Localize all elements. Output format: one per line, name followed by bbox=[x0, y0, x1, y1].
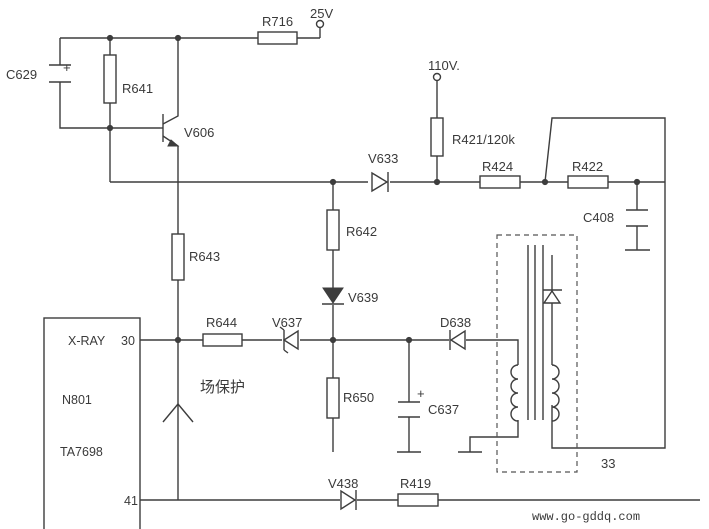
c629-plus: + bbox=[63, 60, 71, 75]
resistor-r641: R641 bbox=[103, 54, 153, 104]
ic-pin30-name: X-RAY bbox=[68, 334, 106, 348]
v639-label: V639 bbox=[348, 290, 378, 305]
ic-n801: X-RAY 30 N801 TA7698 41 bbox=[43, 317, 141, 529]
resistor-r424: R424 bbox=[479, 159, 521, 189]
diode-v639: V639 bbox=[322, 287, 378, 305]
resistor-r644: R644 bbox=[202, 315, 243, 347]
d638-label: D638 bbox=[440, 315, 471, 330]
resistor-r650: R650 bbox=[326, 377, 374, 419]
r422-label: R422 bbox=[572, 159, 603, 174]
r650-label: R650 bbox=[343, 390, 374, 405]
v637-label: V637 bbox=[272, 315, 302, 330]
r422-body bbox=[567, 175, 609, 189]
r643-label: R643 bbox=[189, 249, 220, 264]
transformer-33: 33 bbox=[496, 234, 615, 473]
ic-part: TA7698 bbox=[60, 445, 103, 459]
junctions bbox=[106, 34, 641, 344]
junction-dot bbox=[106, 124, 114, 132]
supply-110v-label: 110V. bbox=[428, 58, 460, 73]
r716-label: R716 bbox=[262, 14, 293, 29]
junction-dot bbox=[174, 34, 182, 42]
transformer-outline bbox=[496, 234, 578, 473]
junction-dot bbox=[405, 336, 413, 344]
field-protect-label: 场保护 bbox=[200, 378, 245, 396]
r650-body bbox=[326, 377, 340, 419]
r641-label: R641 bbox=[122, 81, 153, 96]
junction-dot bbox=[541, 178, 549, 186]
ic-pin41-number: 41 bbox=[124, 494, 138, 508]
wires bbox=[59, 37, 700, 501]
capacitor-c637: + C637 bbox=[398, 386, 459, 418]
diode-v438: V438 bbox=[328, 476, 358, 511]
transistor-v606: V606 bbox=[160, 114, 214, 147]
resistor-r422: R422 bbox=[567, 159, 609, 189]
junction-dot bbox=[633, 178, 641, 186]
zener-v637: V637 bbox=[272, 315, 302, 354]
resistor-r642: R642 bbox=[326, 209, 377, 251]
field-protect-node: 场保护 bbox=[162, 378, 245, 423]
v606-label: V606 bbox=[184, 125, 214, 140]
r641-body bbox=[103, 54, 117, 104]
v633-label: V633 bbox=[368, 151, 398, 166]
watermark: www.go-gddq.com bbox=[532, 510, 640, 524]
emitter-arrow-icon bbox=[167, 139, 180, 147]
ic-ref: N801 bbox=[62, 393, 92, 407]
supply-25v: 25V bbox=[310, 6, 333, 38]
resistor-r643: R643 bbox=[171, 233, 220, 281]
ic-pin30-number: 30 bbox=[121, 334, 135, 348]
r424-label: R424 bbox=[482, 159, 513, 174]
resistor-r716: R716 bbox=[257, 14, 298, 45]
junction-dot bbox=[106, 34, 114, 42]
r716-body bbox=[257, 31, 298, 45]
capacitor-c408: C408 bbox=[583, 209, 648, 227]
c637-plus: + bbox=[417, 386, 425, 401]
transformer-label: 33 bbox=[601, 456, 615, 471]
terminal-110v bbox=[432, 72, 442, 82]
r644-body bbox=[202, 333, 243, 347]
junction-dot bbox=[329, 336, 337, 344]
r643-body bbox=[171, 233, 185, 281]
ic-body bbox=[43, 317, 141, 529]
r419-label: R419 bbox=[400, 476, 431, 491]
r419-body bbox=[397, 493, 439, 507]
r424-body bbox=[479, 175, 521, 189]
resistor-r421: R421/120k bbox=[430, 117, 515, 157]
v438-label: V438 bbox=[328, 476, 358, 491]
r421-label: R421/120k bbox=[452, 132, 515, 147]
junction-dot bbox=[329, 178, 337, 186]
junction-dot bbox=[433, 178, 441, 186]
c629-label: C629 bbox=[6, 67, 37, 82]
r421-body bbox=[430, 117, 444, 157]
diode-v633: V633 bbox=[368, 151, 398, 193]
r644-label: R644 bbox=[206, 315, 237, 330]
secondary-winding bbox=[551, 364, 560, 422]
diode-d638: D638 bbox=[440, 315, 471, 351]
supply-110v: 110V. bbox=[428, 58, 460, 82]
supply-25v-label: 25V bbox=[310, 6, 333, 21]
primary-winding bbox=[510, 364, 519, 422]
junction-dot bbox=[174, 336, 182, 344]
c408-label: C408 bbox=[583, 210, 614, 225]
r642-label: R642 bbox=[346, 224, 377, 239]
resistor-r419: R419 bbox=[397, 476, 439, 507]
r642-body bbox=[326, 209, 340, 251]
c637-label: C637 bbox=[428, 402, 459, 417]
terminal-25v bbox=[315, 19, 325, 29]
capacitor-c629: + C629 bbox=[6, 60, 71, 83]
